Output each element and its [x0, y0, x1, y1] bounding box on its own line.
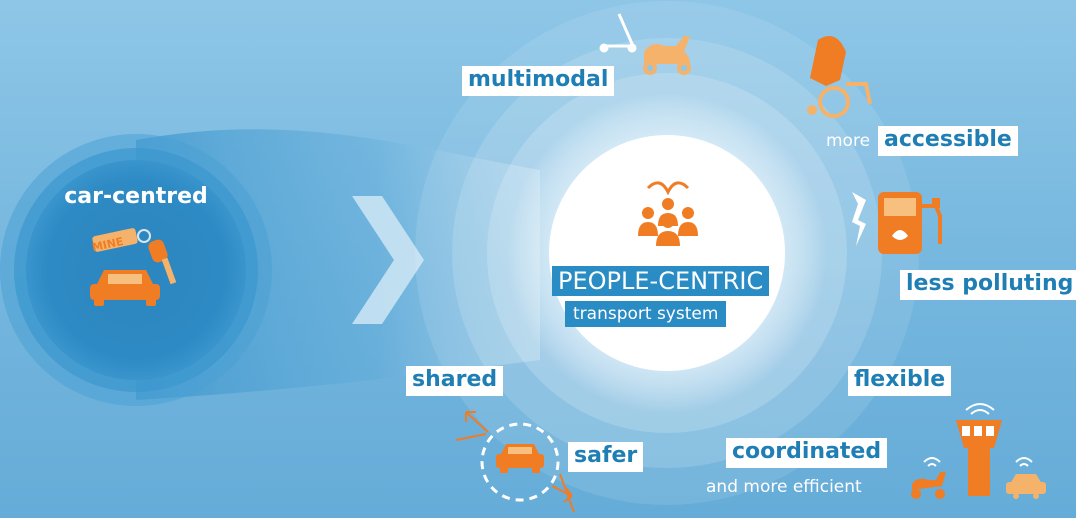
shared-car-icon	[480, 422, 560, 502]
small-car-icon	[1006, 474, 1046, 499]
arrow-icons	[455, 411, 575, 513]
car-icon	[90, 270, 160, 306]
center-core	[549, 135, 785, 371]
kick-scooter-icon	[599, 13, 637, 53]
more-text: more	[826, 131, 871, 151]
less-polluting-label: less polluting	[900, 270, 1076, 300]
wheelchair-person-icon	[807, 36, 872, 118]
shared-label: shared	[406, 366, 504, 396]
safer-label: safer	[568, 442, 644, 472]
accessible-label: accessible	[878, 126, 1018, 156]
ev-charger-icon	[852, 192, 942, 254]
wifi-icon	[923, 403, 1033, 467]
coordinated-label: coordinated	[726, 438, 888, 468]
flexible-label: flexible	[848, 366, 952, 396]
people-group-icon	[638, 181, 698, 246]
multimodal-label: multimodal	[462, 66, 615, 96]
chevron-right-icon	[352, 196, 424, 324]
small-moped-icon	[911, 472, 946, 499]
moped-icon	[643, 36, 691, 75]
center-title: PEOPLE-CENTRIC	[552, 266, 770, 296]
and-more-efficient-text: and more efficient	[706, 477, 862, 497]
car-centred-label: car-centred	[64, 184, 208, 209]
car-key-icon	[92, 228, 177, 285]
center-subtitle: transport system	[565, 301, 727, 327]
control-tower-icon	[956, 420, 1002, 496]
